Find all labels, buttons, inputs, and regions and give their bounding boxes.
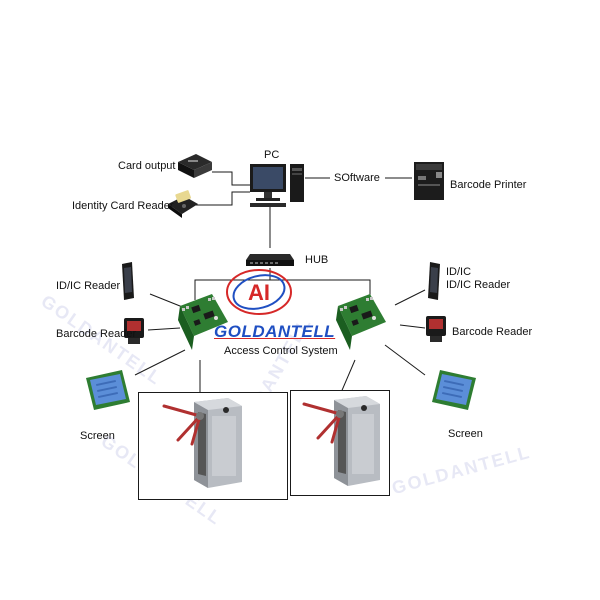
left-access-control-board-icon: [178, 294, 228, 350]
svg-text:AI: AI: [248, 280, 270, 305]
card-output-device-icon: [178, 154, 212, 178]
right-id-ic-reader-label: ID/IC Reader: [446, 279, 511, 291]
left-tripod-turnstile-icon: [138, 392, 288, 500]
right-tripod-turnstile-icon: [290, 390, 390, 496]
card-output-label: Card output: [118, 160, 176, 172]
left-screen-display-icon: [86, 370, 130, 410]
access-control-system-label: Access Control System: [224, 345, 338, 357]
barcode-printer-label: Barcode Printer: [450, 179, 527, 191]
right-id-ic-label: ID/IC: [446, 266, 472, 278]
right-access-control-board-icon: [336, 294, 386, 350]
pc-computer-icon: [250, 164, 304, 207]
left-id-ic-reader-icon: [122, 262, 134, 300]
left-screen-label: Screen: [80, 430, 115, 442]
left-barcode-reader-icon: [124, 318, 144, 344]
right-barcode-reader-label: Barcode Reader: [452, 326, 533, 338]
left-barcode-reader-label: Barcode Reader: [56, 328, 137, 340]
right-screen-display-icon: [432, 370, 476, 410]
hub-switch-icon: [246, 254, 294, 266]
pc-label: PC: [264, 149, 280, 161]
identity-card-reader-icon: [168, 190, 198, 218]
brand-logo-text: GOLDANTELL: [214, 322, 336, 341]
right-screen-label: Screen: [448, 428, 483, 440]
left-id-ic-reader-label: ID/IC Reader: [56, 280, 121, 292]
right-id-ic-reader-icon: [428, 262, 440, 300]
software-label: SOftware: [334, 172, 380, 184]
barcode-printer-icon: [414, 162, 444, 200]
hub-label: HUB: [305, 254, 329, 266]
right-barcode-reader-icon: [426, 316, 446, 342]
identity-card-reader-label: Identity Card Reader: [72, 200, 174, 212]
brand-logo-mark: AI: [226, 269, 292, 315]
